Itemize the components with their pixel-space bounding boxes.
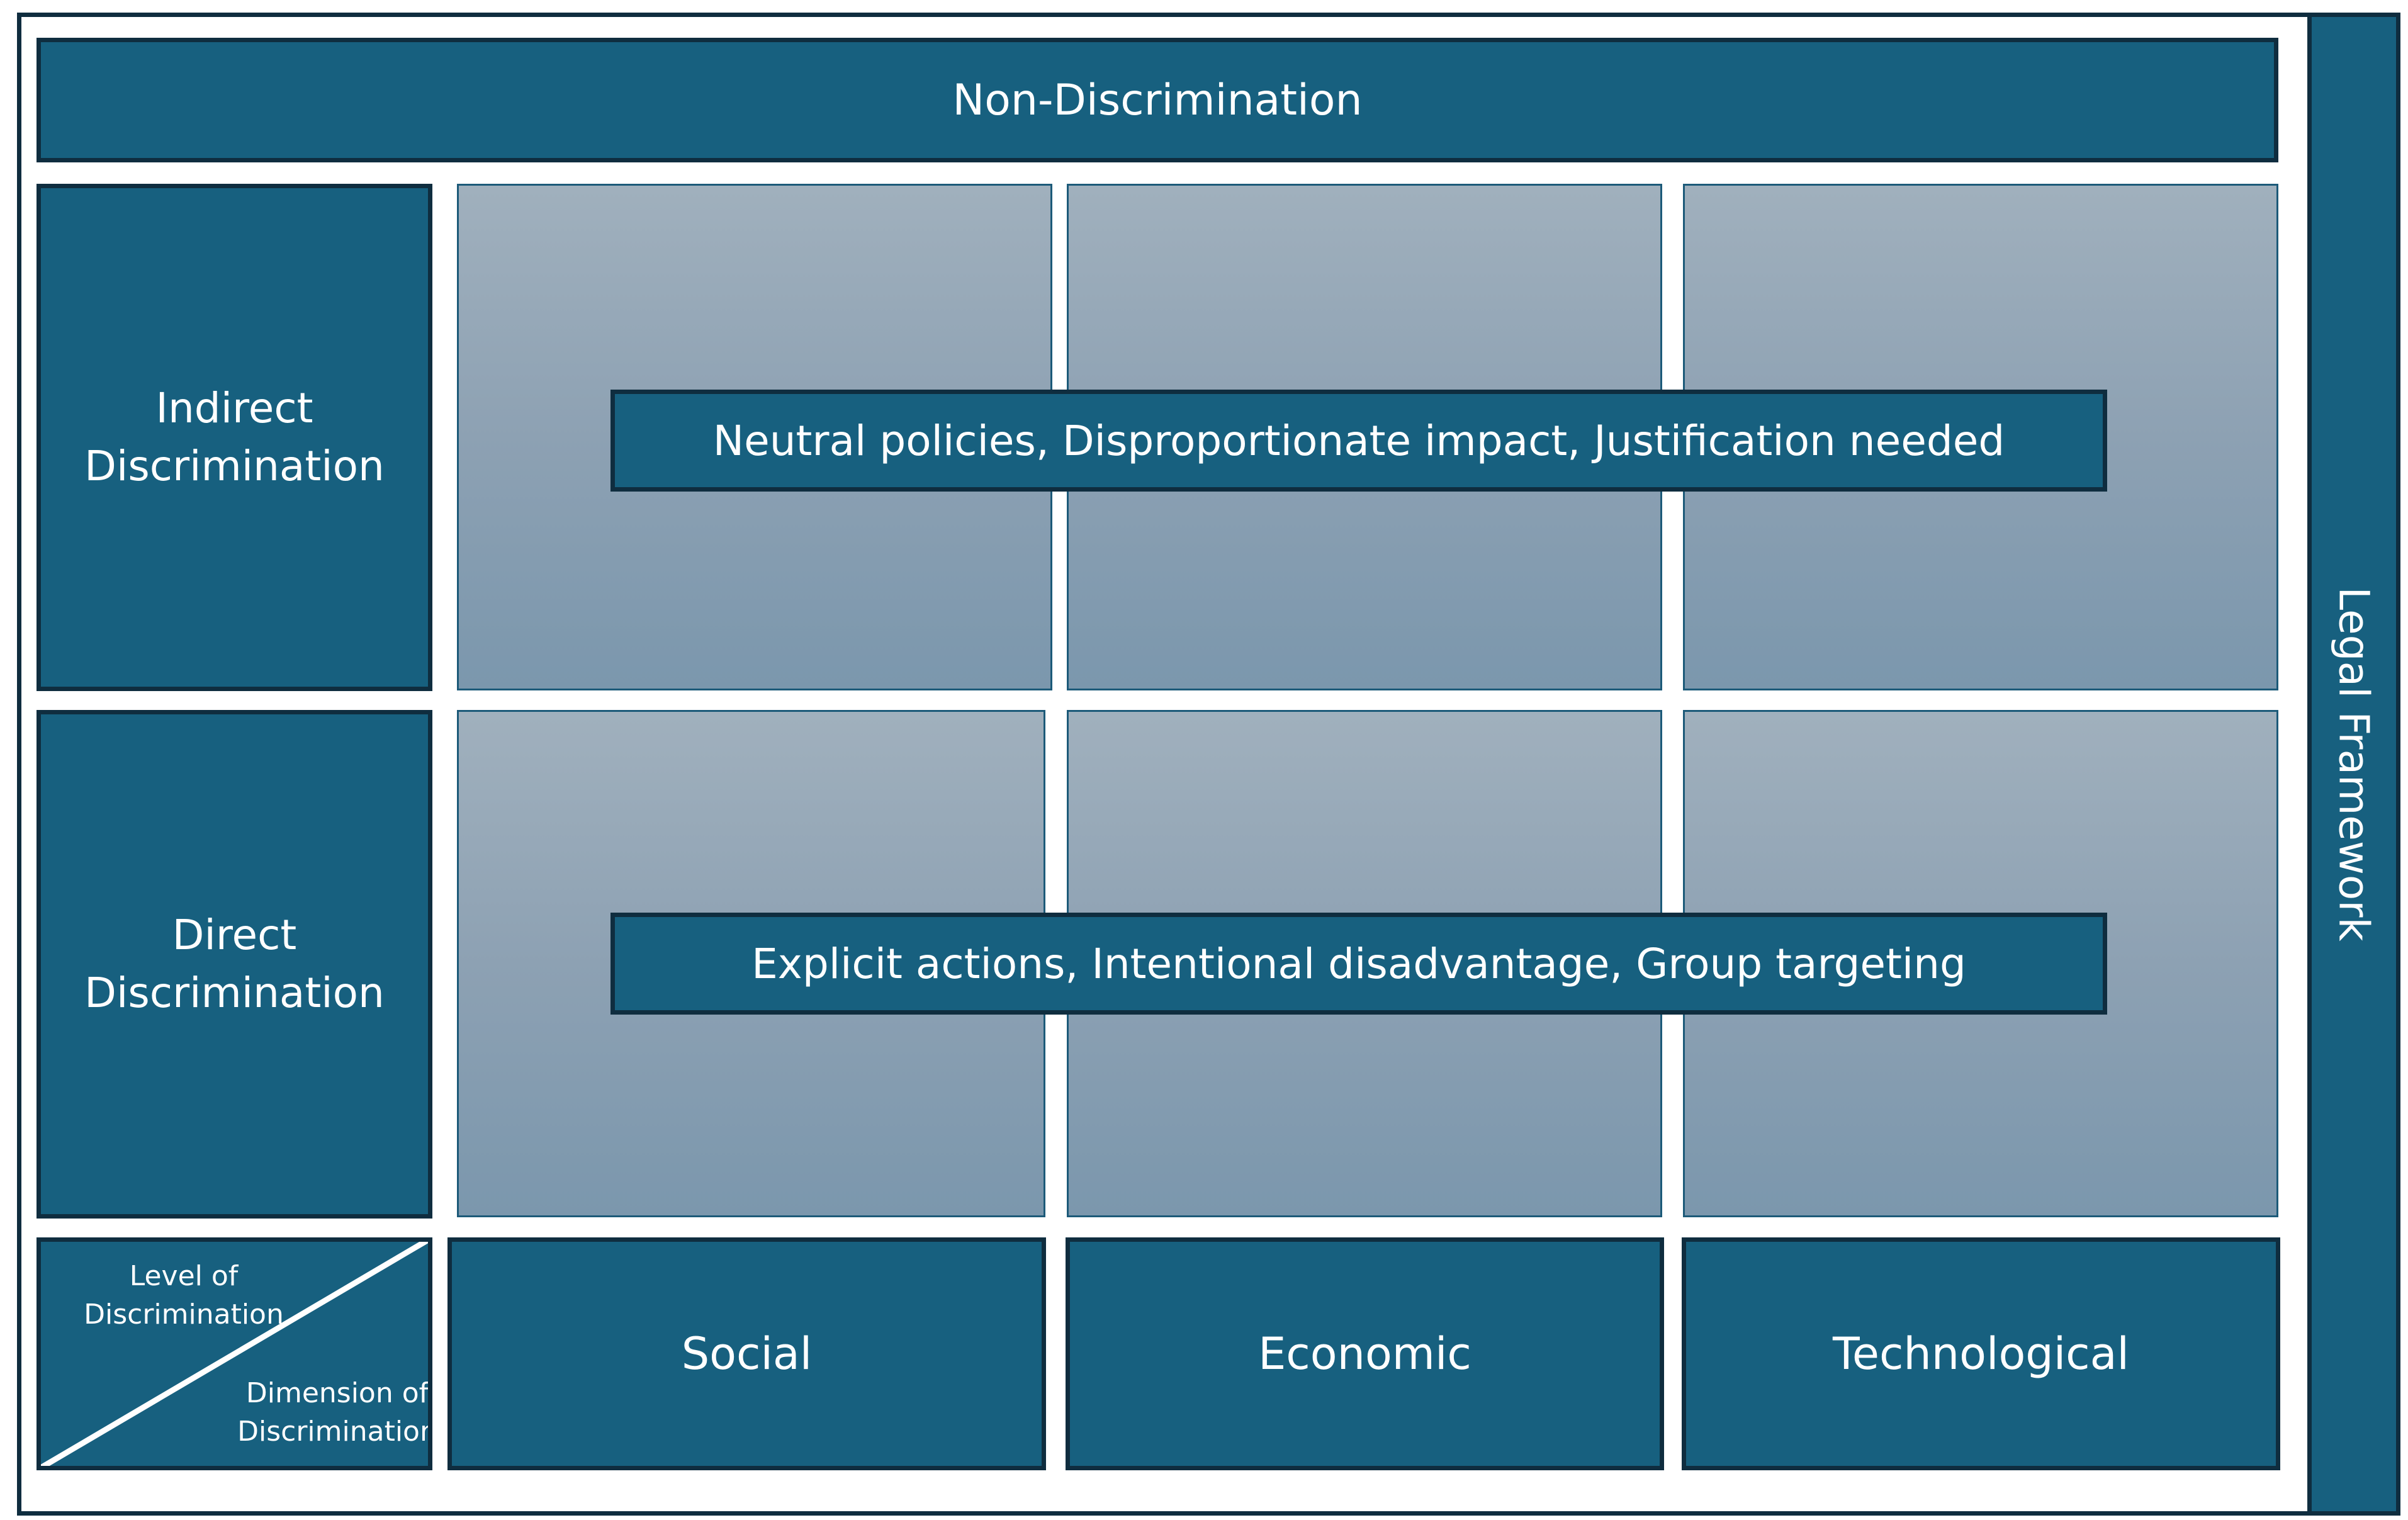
- row-label-indirect: Indirect Discrimination: [37, 184, 432, 691]
- row-label-direct: Direct Discrimination: [37, 710, 432, 1219]
- diagonal-divider: [41, 1242, 428, 1466]
- dimension-label: Technological: [1833, 1328, 2129, 1380]
- side-band: Legal Framework: [2307, 13, 2400, 1516]
- axis-corner: Level of Discrimination Dimension of Dis…: [37, 1237, 432, 1470]
- description-text: Neutral policies, Disproportionate impac…: [712, 416, 2005, 465]
- column-axis-label: Dimension of Discrimination: [237, 1377, 432, 1448]
- row-axis-label: Level of Discrimination: [84, 1260, 284, 1331]
- side-label: Legal Framework: [2329, 587, 2378, 942]
- row-label-text: Indirect Discrimination: [84, 384, 385, 490]
- row-label-text: Direct Discrimination: [84, 911, 385, 1017]
- dimension-label: Social: [681, 1328, 813, 1380]
- dimension-social: Social: [447, 1237, 1046, 1470]
- dimension-economic: Economic: [1066, 1237, 1664, 1470]
- dimension-label: Economic: [1258, 1328, 1471, 1380]
- description-indirect: Neutral policies, Disproportionate impac…: [610, 390, 2107, 492]
- dimension-technological: Technological: [1682, 1237, 2280, 1470]
- title-band: Non-Discrimination: [37, 38, 2278, 162]
- description-direct: Explicit actions, Intentional disadvanta…: [610, 913, 2107, 1015]
- title-text: Non-Discrimination: [952, 75, 1363, 125]
- description-text: Explicit actions, Intentional disadvanta…: [751, 939, 1966, 988]
